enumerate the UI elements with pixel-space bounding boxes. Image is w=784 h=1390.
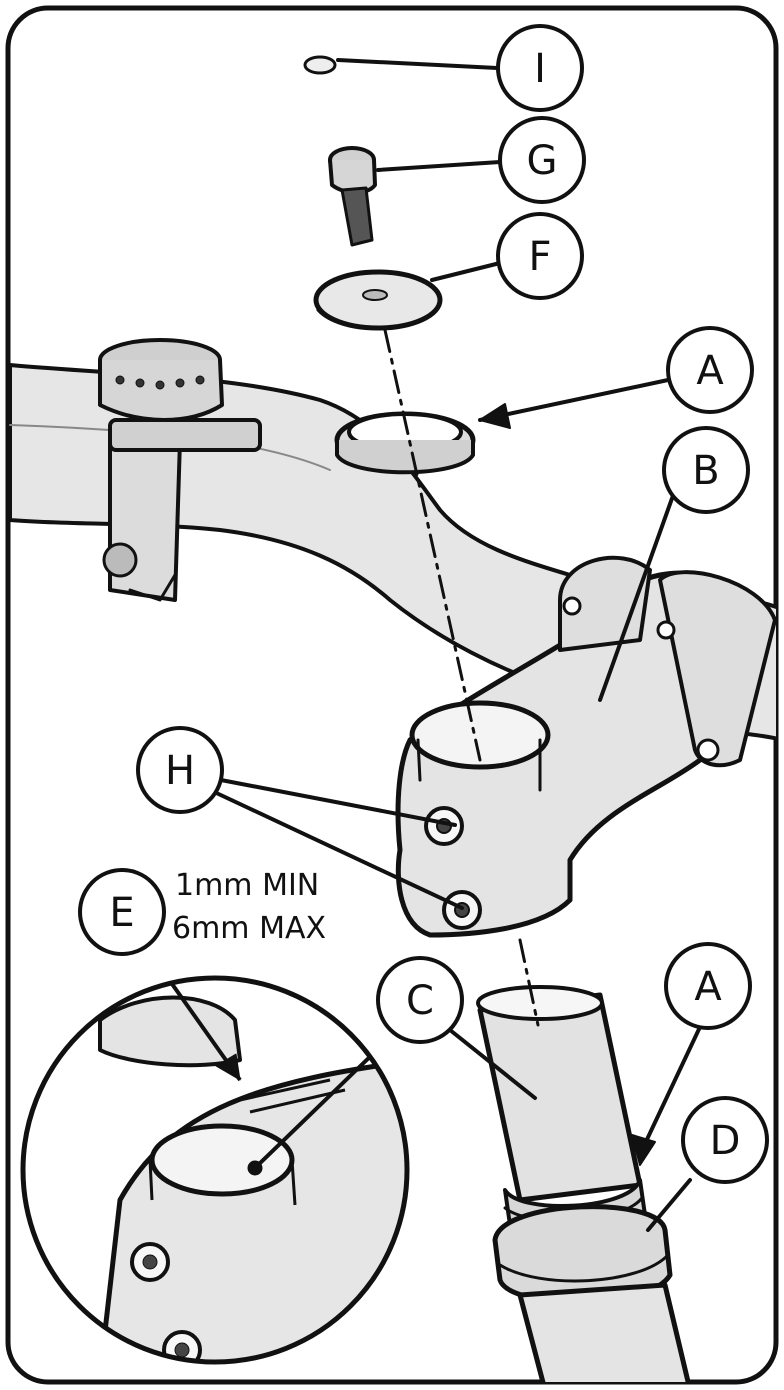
top-cap-bolt: [328, 146, 377, 247]
spec-min: 1mm MIN: [175, 868, 319, 903]
callout-B: B: [662, 426, 750, 514]
svg-text:F: F: [528, 234, 551, 280]
svg-text:E: E: [109, 890, 134, 936]
callout-I: I: [496, 24, 584, 112]
callout-F: F: [496, 212, 584, 300]
detail-inset: [20, 975, 410, 1365]
svg-text:C: C: [406, 978, 434, 1024]
callout-C: C: [376, 956, 464, 1044]
bolt-cover-cap: [303, 55, 337, 75]
callout-A-bottom: A: [664, 942, 752, 1030]
svg-text:B: B: [692, 448, 719, 494]
callout-E: E: [78, 868, 166, 956]
svg-text:H: H: [165, 748, 195, 794]
svg-text:G: G: [527, 138, 558, 184]
svg-text:I: I: [534, 46, 546, 92]
callout-A-top: A: [666, 326, 754, 414]
callout-D: D: [681, 1096, 769, 1184]
spacer-ring-top: [334, 411, 476, 475]
callout-G: G: [498, 116, 586, 204]
bell-accessory: [98, 338, 262, 602]
top-cap: [313, 269, 443, 331]
svg-text:D: D: [710, 1118, 741, 1164]
alignment-dashed-line: [383, 328, 540, 1027]
svg-text:A: A: [694, 964, 722, 1010]
leader-lines: [193, 58, 710, 1232]
spec-max: 6mm MAX: [172, 911, 326, 946]
callout-H: H: [136, 726, 224, 814]
svg-text:A: A: [696, 348, 724, 394]
